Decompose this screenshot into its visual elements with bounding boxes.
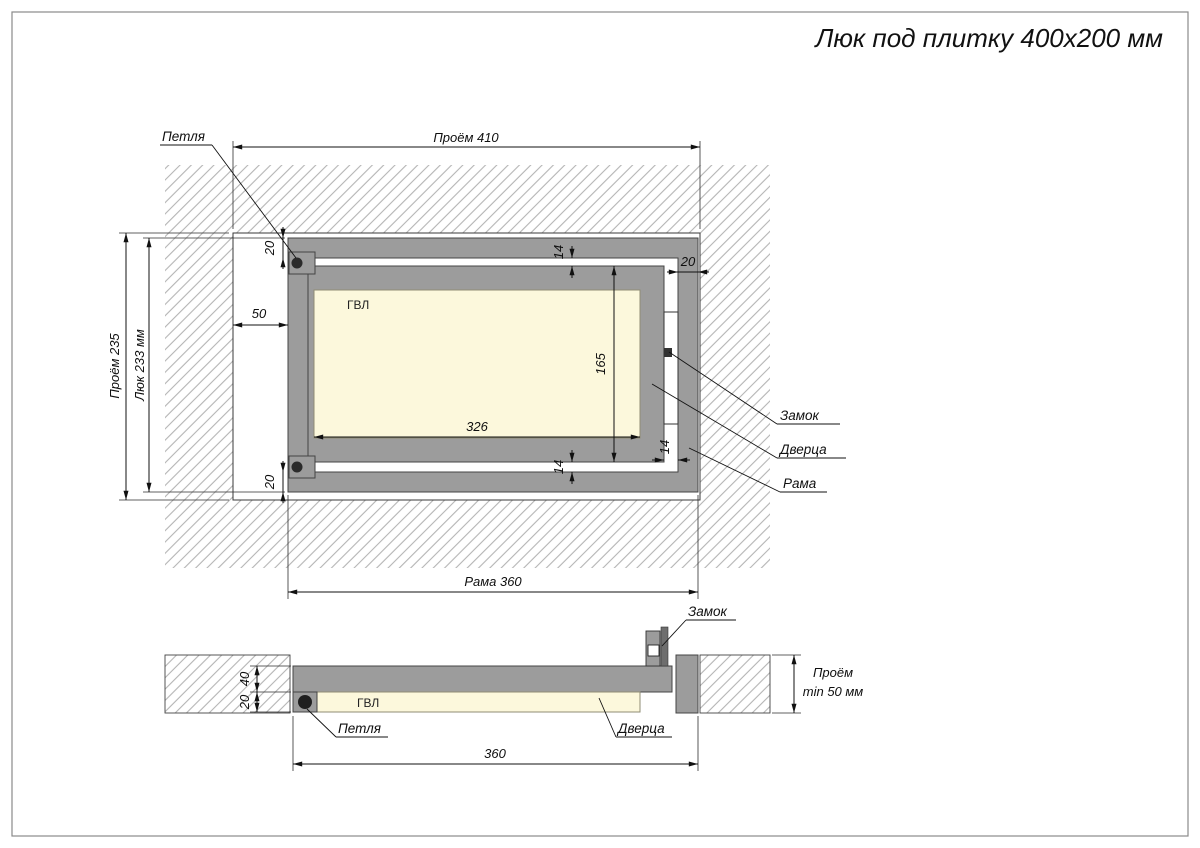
dim-thickness-40-text: 40 bbox=[237, 671, 252, 686]
plan-label-lock-text: Замок bbox=[780, 408, 820, 423]
section-hinge-pin bbox=[298, 695, 312, 709]
plan-hinge-bottom-pin bbox=[291, 461, 303, 473]
dim-thickness-20-text: 20 bbox=[237, 694, 252, 710]
plan-hinge-bottom bbox=[288, 455, 316, 479]
plan-label-frame-text: Рама bbox=[783, 476, 817, 491]
section-label-door-text: Дверца bbox=[616, 721, 665, 736]
plan-lock bbox=[663, 311, 679, 425]
dim-opening-width-text: Проём 410 bbox=[433, 130, 499, 145]
section-wall-right bbox=[699, 654, 771, 714]
plan-label-hinge-text: Петля bbox=[162, 129, 205, 144]
dim-20-top-right: 20 bbox=[667, 254, 709, 275]
leader-line bbox=[668, 351, 778, 425]
dim-thickness-20: 20 bbox=[237, 692, 291, 713]
dim-20-top-left-text: 20 bbox=[262, 240, 277, 256]
section-label-hinge: Петля bbox=[306, 708, 388, 738]
dim-gap-14-top: 14 bbox=[551, 245, 575, 278]
plan-gvl-panel bbox=[313, 289, 641, 439]
dim-door-height: 165 bbox=[593, 266, 617, 462]
dim-gap-14-right-text: 14 bbox=[657, 440, 672, 454]
dim-20-bottom-left-text: 20 bbox=[262, 474, 277, 490]
section-wall-left bbox=[164, 654, 291, 714]
section-label-lock: Замок bbox=[661, 604, 736, 647]
dim-opening-depth-line1: Проём bbox=[813, 665, 853, 680]
dim-gap-14-bottom-text: 14 bbox=[551, 460, 566, 474]
dim-offset-50: 50 bbox=[233, 306, 288, 328]
plan-gvl-label: ГВЛ bbox=[347, 298, 369, 312]
drawing-title: Люк под плитку 400х200 мм bbox=[814, 23, 1164, 53]
dim-gap-14-top-text: 14 bbox=[551, 245, 566, 259]
plan-hinge-top bbox=[288, 251, 316, 275]
plan-label-lock: Замок bbox=[668, 351, 840, 425]
section-lock bbox=[645, 626, 669, 667]
dim-20-bottom-left: 20 bbox=[262, 461, 286, 503]
dim-20-top-right-text: 20 bbox=[680, 254, 696, 269]
plan-hinge-top-pin bbox=[291, 257, 303, 269]
section-lock-keyhole bbox=[647, 644, 660, 657]
leader-line bbox=[306, 708, 337, 738]
plan-label-frame: Рама bbox=[688, 447, 827, 493]
section-label-lock-text: Замок bbox=[688, 604, 728, 619]
dim-door-height-text: 165 bbox=[593, 352, 608, 374]
dim-hatch-height: Люк 233 мм bbox=[132, 237, 285, 493]
leader-line bbox=[688, 447, 781, 493]
plan-label-hinge: Петля bbox=[160, 129, 297, 259]
dim-length-360: 360 bbox=[292, 716, 699, 771]
dim-thickness-40: 40 bbox=[237, 665, 291, 693]
plan-view: ГВЛ Проём 410 Проём 235 bbox=[107, 129, 846, 599]
dim-opening-depth: Проём min 50 мм bbox=[772, 654, 864, 714]
dim-gap-14-right: 14 bbox=[652, 440, 690, 463]
dim-length-360-text: 360 bbox=[484, 746, 506, 761]
section-view: ГВЛ 40 20 Проём bbox=[164, 604, 864, 771]
dim-20-top-left: 20 bbox=[262, 227, 286, 269]
dim-opening-height-text: Проём 235 bbox=[107, 333, 122, 399]
leader-line bbox=[211, 144, 297, 259]
dim-frame-width-text: Рама 360 bbox=[464, 574, 522, 589]
section-label-hinge-text: Петля bbox=[338, 721, 381, 736]
section-gvl-label: ГВЛ bbox=[357, 696, 379, 710]
plan-lock-detail bbox=[664, 348, 672, 357]
plan-label-door: Дверца bbox=[651, 383, 846, 459]
dim-panel-width-text: 326 bbox=[466, 419, 488, 434]
dim-gap-14-bottom: 14 bbox=[551, 450, 575, 484]
page-border bbox=[11, 11, 1189, 837]
plan-label-door-text: Дверца bbox=[778, 442, 827, 457]
leader-line bbox=[598, 697, 617, 738]
section-frame-profile bbox=[675, 654, 699, 714]
dim-hatch-height-text: Люк 233 мм bbox=[132, 329, 147, 402]
leader-line bbox=[651, 383, 778, 459]
dim-panel-width: 326 bbox=[314, 419, 640, 440]
section-lock-latch bbox=[660, 626, 669, 667]
dim-opening-height: Проём 235 bbox=[107, 232, 229, 501]
dim-opening-depth-line2: min 50 мм bbox=[803, 684, 864, 699]
section-door-leaf bbox=[292, 665, 673, 693]
leader-line bbox=[661, 619, 687, 647]
dim-offset-50-text: 50 bbox=[252, 306, 267, 321]
dim-frame-width: Рама 360 bbox=[287, 495, 699, 599]
dim-opening-width: Проём 410 bbox=[232, 130, 701, 229]
section-label-door: Дверца bbox=[598, 697, 672, 738]
